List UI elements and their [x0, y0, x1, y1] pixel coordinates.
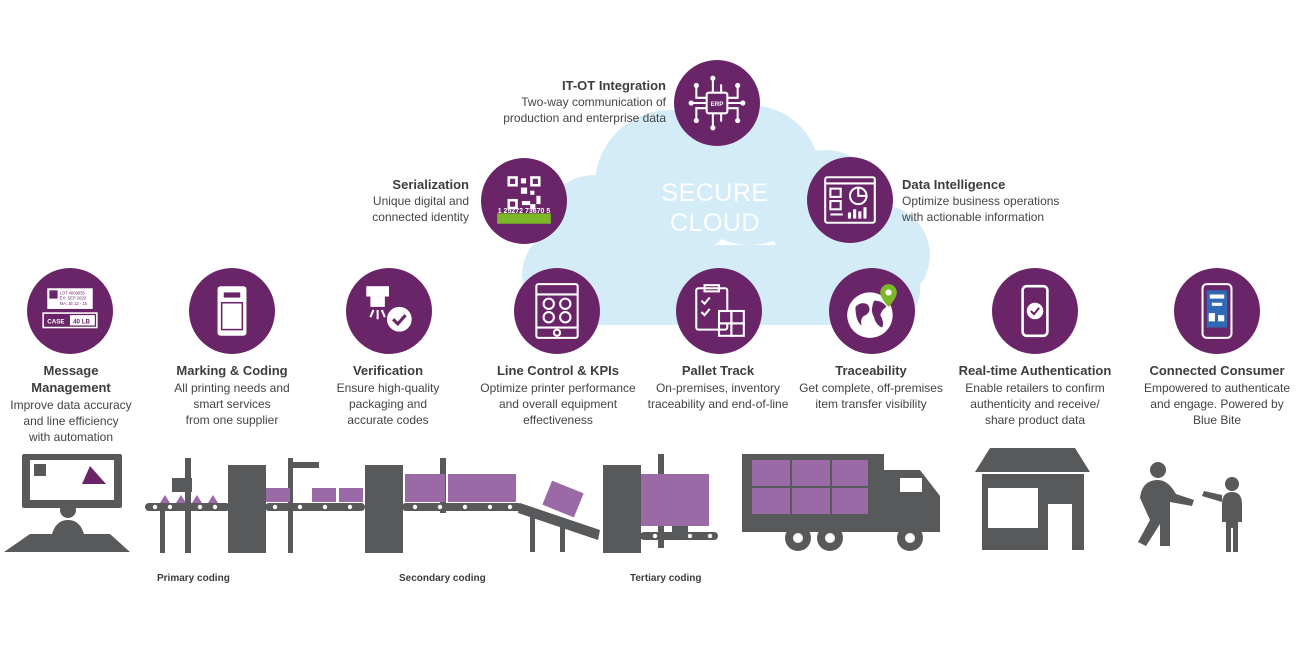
- it-ot-caption: IT-OT Integration Two-way communication …: [503, 78, 666, 125]
- verification-title: Verification: [352, 363, 424, 378]
- printer-icon: [189, 268, 275, 354]
- label-case-text: CASE: [47, 318, 64, 325]
- dashboard-icon: [807, 157, 893, 243]
- label-exp-text: EX: SEP 2020: [60, 296, 87, 301]
- serialization-caption: Serialization Unique digital and connect…: [372, 177, 469, 224]
- serialization-title: Serialization: [392, 177, 469, 192]
- connected-consumer-caption: Connected Consumer Empowered to authenti…: [1137, 362, 1297, 428]
- gauges-icon: [514, 268, 600, 354]
- it-ot-title: IT-OT Integration: [562, 78, 666, 93]
- connected-consumer-title: Connected Consumer: [1149, 363, 1285, 378]
- real-time-authentication-caption: Real-time Authentication Enable retailer…: [950, 362, 1120, 428]
- traceability-title: Traceability: [835, 363, 907, 378]
- data-intelligence-caption: Data Intelligence Optimize business oper…: [902, 177, 1060, 224]
- marking-coding-caption: Marking & Coding All printing needs and …: [152, 362, 312, 428]
- globe-pin-icon: [829, 268, 915, 354]
- erp-circuit-icon: ERP: [674, 60, 760, 146]
- camera-check-icon: [346, 268, 432, 354]
- svg-text:ERP: ERP: [711, 101, 724, 108]
- tertiary-coding-label: Tertiary coding: [630, 573, 702, 584]
- phone-check-icon: [992, 268, 1078, 354]
- serial-number: 1 25272 73670 5: [497, 208, 551, 215]
- phone-app-icon: [1174, 268, 1260, 354]
- secondary-coding-label: Secondary coding: [399, 573, 486, 584]
- traceability-caption: Traceability Get complete, off-premises …: [791, 362, 951, 412]
- marking-coding-title: Marking & Coding: [176, 363, 288, 378]
- real-time-authentication-title: Real-time Authentication: [958, 363, 1112, 378]
- label-weight-text: 40 LB: [73, 318, 90, 325]
- verification-caption: Verification Ensure high-quality packagi…: [308, 362, 468, 428]
- line-control-caption: Line Control & KPIs Optimize printer per…: [468, 362, 648, 428]
- cloud-label: SECURE CLOUD: [661, 179, 769, 237]
- pallet-track-caption: Pallet Track On-premises, inventory trac…: [638, 362, 798, 412]
- production-line-illustration: [4, 448, 1242, 553]
- label-icon: LOT 4009955 EX: SEP 2020 MA: JE 12 - 15 …: [27, 268, 113, 354]
- line-control-title: Line Control & KPIs: [496, 363, 620, 378]
- clipboard-boxes-icon: [676, 268, 762, 354]
- qr-code-icon: [481, 158, 567, 244]
- label-ma-text: MA: JE 12 - 15: [60, 301, 88, 306]
- pallet-track-title: Pallet Track: [681, 363, 755, 378]
- label-lot-text: LOT 4009955: [60, 290, 86, 295]
- primary-coding-label: Primary coding: [157, 573, 230, 584]
- data-intelligence-title: Data Intelligence: [902, 177, 1006, 192]
